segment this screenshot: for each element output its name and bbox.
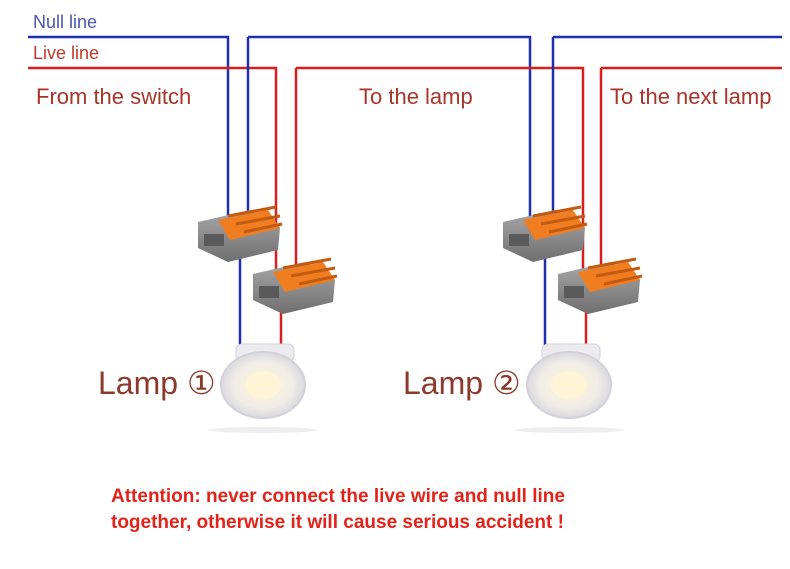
main-wires: [28, 35, 782, 290]
null-line-legend: Null line: [33, 12, 98, 32]
lamp-icon: [208, 343, 318, 433]
lamp-2-label: Lamp ②: [403, 365, 521, 401]
to-next-lamp-label: To the next lamp: [610, 84, 772, 109]
live-line-legend: Live line: [33, 43, 100, 63]
attention-line-2: together, otherwise it will cause seriou…: [111, 512, 564, 533]
wago-connector-icon: [558, 257, 643, 314]
wago-connector-icon: [198, 205, 283, 262]
from-switch-label: From the switch: [36, 84, 192, 109]
lamp-1-label: Lamp ①: [98, 365, 216, 401]
attention-line-1: Attention: never connect the live wire a…: [111, 486, 565, 507]
lamp-icon: [514, 343, 624, 433]
null-line-main: [28, 35, 782, 235]
to-lamp-label: To the lamp: [359, 84, 473, 109]
wago-connector-icon: [503, 205, 588, 262]
wago-connector-icon: [253, 257, 338, 314]
